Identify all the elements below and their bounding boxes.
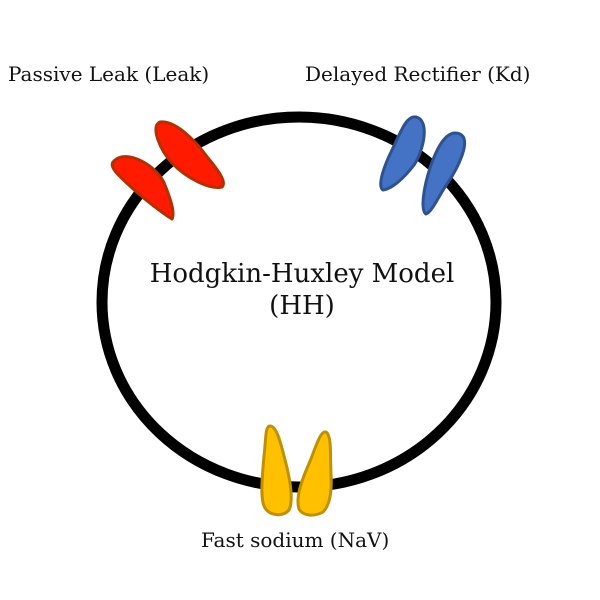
nav-channel-label: Fast sodium (NaV) bbox=[201, 528, 390, 552]
model-title-line1: Hodgkin-Huxley Model bbox=[149, 259, 455, 289]
leak-channel-label: Passive Leak (Leak) bbox=[8, 62, 210, 86]
nav-channel-right-subunit bbox=[296, 430, 333, 517]
leak-channel-right-subunit bbox=[154, 120, 225, 189]
leak-channel-icon bbox=[110, 120, 225, 221]
leak-channel-left-subunit bbox=[110, 155, 175, 221]
model-title-line2: (HH) bbox=[269, 291, 335, 321]
nav-channel-left-subunit bbox=[260, 424, 293, 517]
kd-channel-label: Delayed Rectifier (Kd) bbox=[305, 62, 531, 86]
kd-channel-right-subunit bbox=[421, 131, 466, 216]
kd-channel-left-subunit bbox=[379, 115, 426, 192]
nav-channel-icon bbox=[260, 424, 333, 517]
model-title: Hodgkin-Huxley Model (HH) bbox=[100, 258, 504, 322]
kd-channel-icon bbox=[379, 115, 466, 216]
